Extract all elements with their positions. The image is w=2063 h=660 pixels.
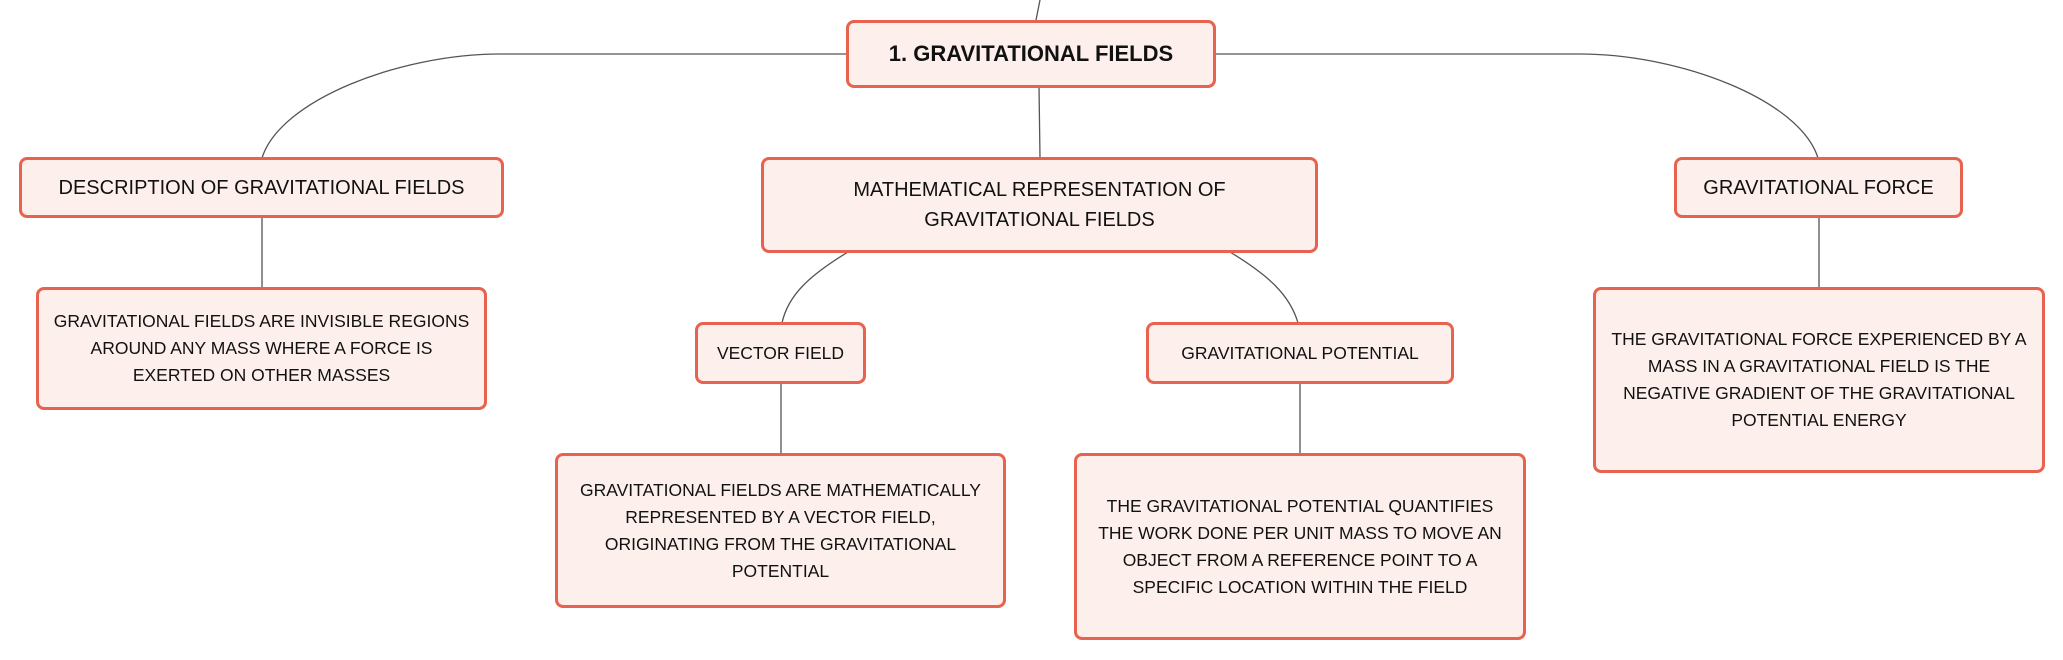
force-detail-node[interactable]: THE GRAVITATIONAL FORCE EXPERIENCED BY A…: [1593, 287, 2045, 473]
vector-field-detail-text: GRAVITATIONAL FIELDS ARE MATHEMATICALLY …: [580, 479, 981, 581]
connector-root-to-parent: [1035, 0, 1041, 21]
connector-root-to-mathematical: [1038, 85, 1041, 159]
connector-mathematical-to-vector: [781, 251, 849, 324]
connector-root-to-description: [261, 53, 848, 159]
gravitational-potential-node[interactable]: GRAVITATIONAL POTENTIAL: [1146, 322, 1454, 384]
mathematical-node[interactable]: MATHEMATICAL REPRESENTATION OF GRAVITATI…: [761, 157, 1318, 253]
description-detail-node[interactable]: GRAVITATIONAL FIELDS ARE INVISIBLE REGIO…: [36, 287, 487, 410]
gravitational-potential-detail-text: THE GRAVITATIONAL POTENTIAL QUANTIFIES T…: [1098, 495, 1502, 597]
vector-field-detail-node[interactable]: GRAVITATIONAL FIELDS ARE MATHEMATICALLY …: [555, 453, 1006, 608]
vector-field-node[interactable]: VECTOR FIELD: [695, 322, 866, 384]
description-detail-text: GRAVITATIONAL FIELDS ARE INVISIBLE REGIO…: [53, 311, 470, 385]
root-node[interactable]: 1. GRAVITATIONAL FIELDS: [846, 20, 1216, 88]
connector-root-to-force: [1216, 53, 1819, 159]
root-node-label: 1. GRAVITATIONAL FIELDS: [888, 41, 1174, 66]
gravitational-potential-detail-node[interactable]: THE GRAVITATIONAL POTENTIAL QUANTIFIES T…: [1074, 453, 1526, 640]
force-node[interactable]: GRAVITATIONAL FORCE: [1674, 157, 1963, 218]
connector-mathematical-to-potential: [1229, 251, 1299, 324]
force-detail-text: THE GRAVITATIONAL FORCE EXPERIENCED BY A…: [1611, 329, 2027, 430]
gravitational-potential-node-label: GRAVITATIONAL POTENTIAL: [1181, 342, 1419, 363]
description-node[interactable]: DESCRIPTION OF GRAVITATIONAL FIELDS: [19, 157, 504, 218]
description-node-label: DESCRIPTION OF GRAVITATIONAL FIELDS: [58, 176, 465, 199]
mathematical-node-label: MATHEMATICAL REPRESENTATION OF GRAVITATI…: [853, 179, 1226, 231]
vector-field-node-label: VECTOR FIELD: [716, 342, 845, 363]
force-node-label: GRAVITATIONAL FORCE: [1703, 176, 1934, 199]
